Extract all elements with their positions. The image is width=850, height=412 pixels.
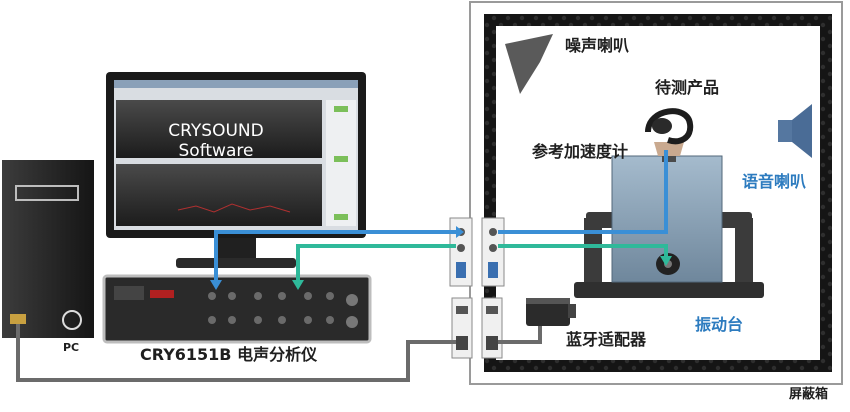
- monitor-line-1: CRYSOUND: [168, 121, 264, 141]
- label-dut: 待测产品: [655, 78, 720, 97]
- label-bluetooth-adapter: 蓝牙适配器: [566, 330, 647, 349]
- label-shaker: 振动台: [695, 315, 744, 334]
- feedthrough-panel-usb: [451, 297, 503, 359]
- dut-earphone-icon: [645, 108, 694, 145]
- monitor-screen-text: CRYSOUND Software: [136, 121, 296, 161]
- cable-green-arrows: [292, 256, 672, 290]
- label-pc: PC: [63, 341, 80, 354]
- label-shield-box: 屏蔽箱: [789, 387, 829, 402]
- label-reference-accelerometer: 参考加速度计: [532, 142, 629, 161]
- cable-blue: [214, 150, 668, 280]
- cable-green: [296, 244, 668, 280]
- feedthrough-panel-right: [481, 217, 505, 287]
- cable-usb: [16, 324, 542, 382]
- label-noise-speaker: 噪声喇叭: [565, 36, 630, 55]
- analyzer-device: [102, 274, 372, 344]
- monitor-line-2: Software: [178, 141, 254, 162]
- monitor: [106, 72, 366, 268]
- cable-blue-arrows: [210, 226, 464, 290]
- label-analyzer: CRY6151B 电声分析仪: [140, 345, 318, 364]
- label-voice-speaker: 语音喇叭: [742, 172, 807, 191]
- pc-tower: [2, 160, 94, 338]
- voice-speaker-icon: [778, 104, 812, 158]
- feedthrough-panel-left: [449, 217, 473, 287]
- bluetooth-adapter-icon: [526, 298, 576, 326]
- noise-speaker-icon: [505, 34, 553, 94]
